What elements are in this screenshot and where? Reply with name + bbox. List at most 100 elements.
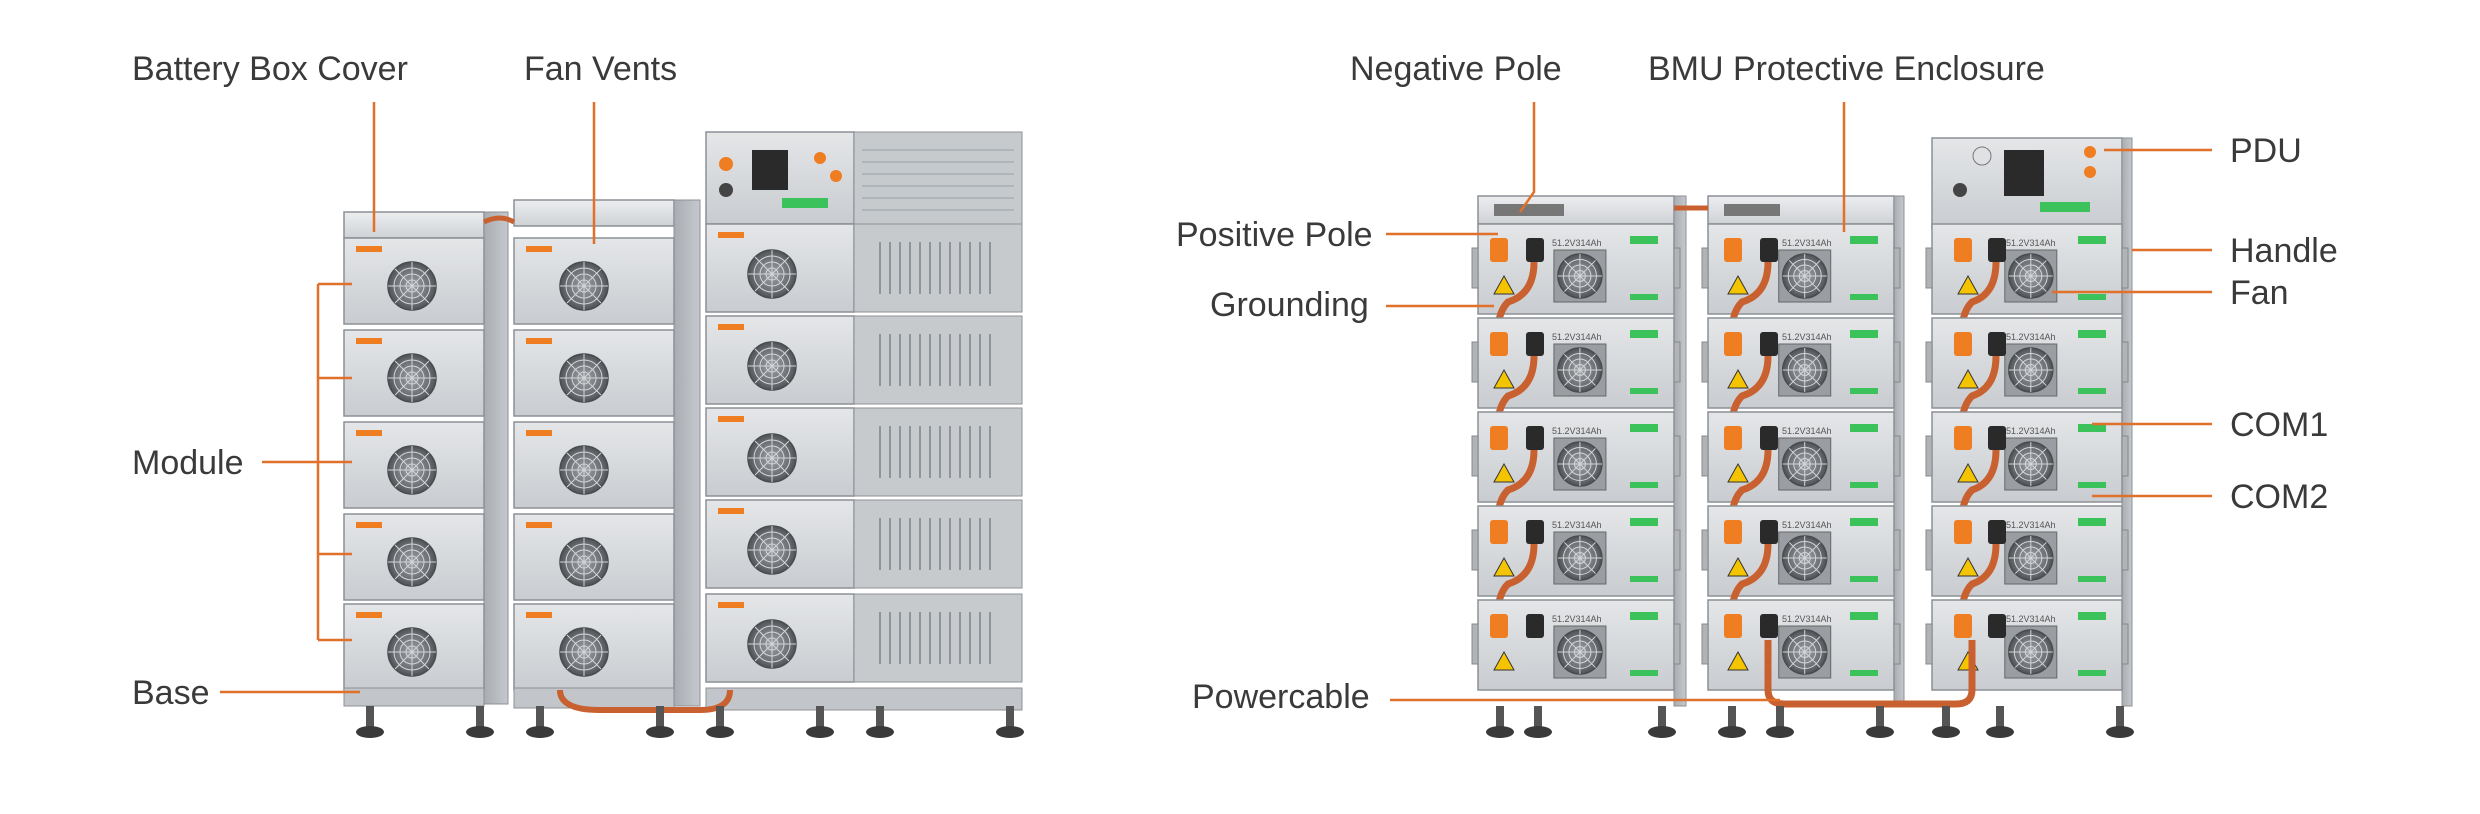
warning-icon <box>1957 368 1979 389</box>
negative-pole-connector <box>1526 520 1544 544</box>
module-rating-label: 51.2V314Ah <box>1552 614 1602 624</box>
handle-icon <box>1893 529 1901 571</box>
handle-icon <box>1893 247 1901 289</box>
handle-icon <box>1893 623 1901 665</box>
handle-icon <box>1925 435 1933 477</box>
warning-icon <box>1957 556 1979 577</box>
warning-icon <box>1957 462 1979 483</box>
label-battery-box-cover: Battery Box Cover <box>132 50 408 88</box>
positive-pole-connector <box>1490 520 1508 544</box>
negative-pole-connector <box>1988 332 2006 356</box>
handle-icon <box>1701 435 1709 477</box>
negative-pole-connector <box>1526 332 1544 356</box>
handle-icon <box>1471 529 1479 571</box>
handle-icon <box>1701 529 1709 571</box>
handle-icon <box>2121 529 2129 571</box>
label-positive-pole: Positive Pole <box>1176 216 1373 254</box>
right-rack-group: 51.2V314Ah 51.2V314Ah 51.2V314Ah 51.2V314Ah… <box>1471 137 2134 738</box>
leader-negative-pole <box>1518 102 1536 213</box>
handle-icon <box>1701 247 1709 289</box>
positive-pole-connector <box>1954 614 1972 638</box>
leader-lines <box>220 102 2212 702</box>
warning-icon <box>1727 556 1749 577</box>
positive-pole-connector <box>1724 332 1742 356</box>
positive-pole-connector <box>1954 238 1972 262</box>
handle-icon <box>1925 247 1933 289</box>
handle-icon <box>1673 341 1681 383</box>
positive-pole-connector <box>1954 332 1972 356</box>
negative-pole-connector <box>1760 426 1778 450</box>
right-feet <box>1486 706 2134 738</box>
stack-f <box>1931 137 2133 707</box>
negative-pole-connector <box>1760 332 1778 356</box>
handle-icon <box>1673 529 1681 571</box>
warning-icon <box>1493 274 1515 295</box>
positive-pole-connector <box>1724 238 1742 262</box>
warning-icon <box>1493 368 1515 389</box>
module-rating-label: 51.2V314Ah <box>1552 238 1602 248</box>
negative-pole-connector <box>1988 614 2006 638</box>
handle-icon <box>1471 435 1479 477</box>
module-rating-label: 51.2V314Ah <box>1782 238 1832 248</box>
warning-icon <box>1493 462 1515 483</box>
base-power-cable <box>557 689 733 713</box>
handle-icon <box>2121 341 2129 383</box>
label-bmu-enclosure: BMU Protective Enclosure <box>1648 50 2045 88</box>
pdu-breaker-icon <box>752 150 788 190</box>
label-fan-vents: Fan Vents <box>524 50 678 88</box>
positive-pole-connector <box>1490 614 1508 638</box>
negative-pole-connector <box>1988 426 2006 450</box>
label-powercable: Powercable <box>1192 678 1370 716</box>
negative-pole-connector <box>1526 426 1544 450</box>
label-fan: Fan <box>2230 274 2289 312</box>
warning-icon <box>1493 556 1515 577</box>
handle-icon <box>2121 623 2129 665</box>
label-com1: COM1 <box>2230 406 2329 444</box>
positive-pole-connector <box>1490 238 1508 262</box>
leader-module-bracket <box>316 282 352 642</box>
label-base: Base <box>132 674 210 712</box>
module-rating-label: 51.2V314Ah <box>2006 614 2056 624</box>
module-rating-label: 51.2V314Ah <box>1782 426 1832 436</box>
handle-icon <box>1925 529 1933 571</box>
handle-icon <box>1701 623 1709 665</box>
positive-pole-connector <box>1724 520 1742 544</box>
label-module: Module <box>132 444 244 482</box>
module-rating-label: 51.2V314Ah <box>1552 332 1602 342</box>
negative-pole-connector <box>1988 238 2006 262</box>
label-pdu: PDU <box>2230 132 2302 170</box>
handle-icon <box>1893 341 1901 383</box>
handle-icon <box>1471 341 1479 383</box>
negative-pole-connector <box>1988 520 2006 544</box>
module-rating-label: 51.2V314Ah <box>1782 520 1832 530</box>
negative-pole-connector <box>1526 614 1544 638</box>
module-rating-label: 51.2V314Ah <box>2006 332 2056 342</box>
warning-icon <box>1727 368 1749 389</box>
handle-icon <box>1925 341 1933 383</box>
label-handle: Handle <box>2230 232 2338 270</box>
positive-pole-connector <box>1954 426 1972 450</box>
handle-icon <box>1673 435 1681 477</box>
negative-pole-connector <box>1526 238 1544 262</box>
warning-icon <box>1493 650 1515 671</box>
handle-icon <box>1673 623 1681 665</box>
warning-icon <box>1727 274 1749 295</box>
label-negative-pole: Negative Pole <box>1350 50 1562 88</box>
negative-pole-connector <box>1760 238 1778 262</box>
positive-pole-connector <box>1490 426 1508 450</box>
module-rating-label: 51.2V314Ah <box>1782 332 1832 342</box>
handle-icon <box>1893 435 1901 477</box>
module-rating-label: 51.2V314Ah <box>1782 614 1832 624</box>
positive-pole-connector <box>1724 426 1742 450</box>
left-rack-group <box>343 131 1024 738</box>
positive-pole-connector <box>1954 520 1972 544</box>
left-feet <box>356 706 1024 738</box>
module-rating-label: 51.2V314Ah <box>2006 520 2056 530</box>
module-rating-label: 51.2V314Ah <box>2006 238 2056 248</box>
warning-icon <box>1727 462 1749 483</box>
positive-pole-connector <box>1490 332 1508 356</box>
negative-pole-connector <box>1760 614 1778 638</box>
handle-icon <box>1925 623 1933 665</box>
